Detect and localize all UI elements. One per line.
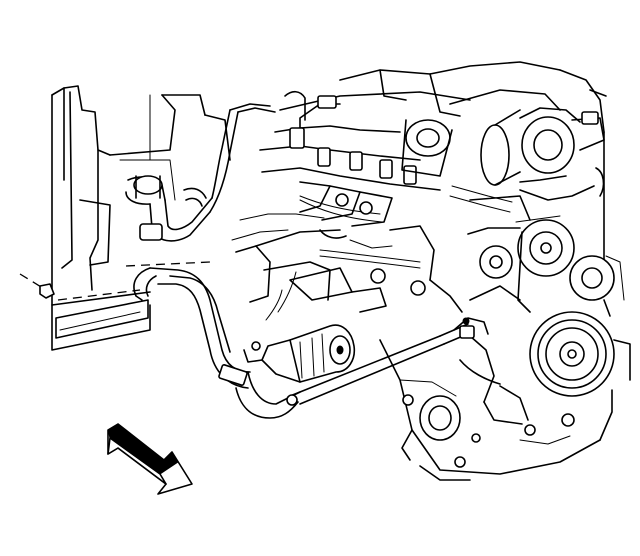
tensioner-pulley-icon <box>569 255 615 301</box>
direction-arrow <box>107 423 193 495</box>
transmission-oil-cooler-lines <box>133 267 471 419</box>
fuel-rail-and-injectors <box>231 90 471 321</box>
coolant-hose <box>125 103 276 242</box>
starter-motor <box>243 324 356 383</box>
accessory-drive-pulleys <box>467 215 631 436</box>
hose-clamp-icon <box>133 175 163 195</box>
vehicle-body-panel <box>51 85 231 351</box>
oil-filter-icon <box>419 395 461 441</box>
cooler-line-bracket-fastener <box>19 261 211 301</box>
plenum-icon <box>521 116 575 174</box>
air-duct-icon <box>480 124 510 186</box>
throttle-body-icon <box>405 119 451 157</box>
engine-block <box>339 61 607 261</box>
idler-pulley-icon <box>517 219 575 277</box>
bolt-icon <box>39 283 55 299</box>
transmission-housing <box>379 317 613 481</box>
